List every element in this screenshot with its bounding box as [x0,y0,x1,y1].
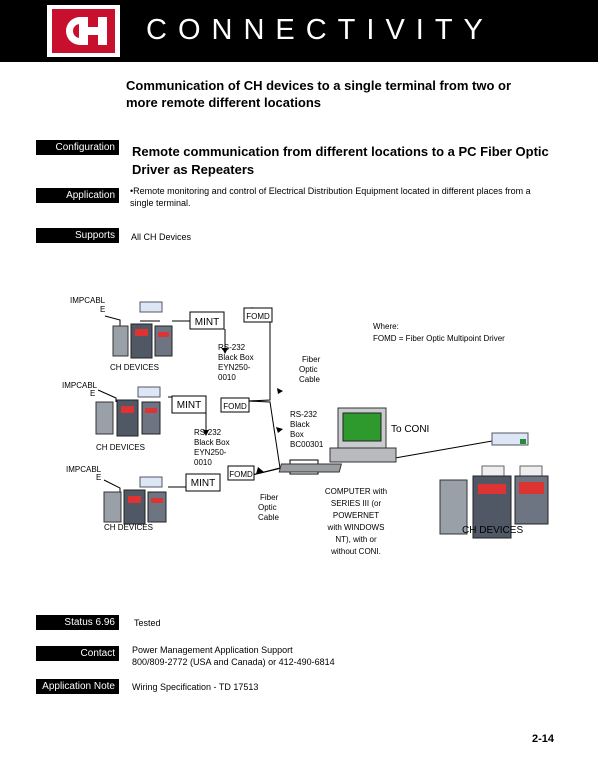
ch-devices-label-2: CH DEVICES [96,443,145,452]
fomd-box-2: FOMD [220,397,250,413]
impcable-label-2: IMPCABL [62,381,98,390]
configuration-label: Configuration [36,140,119,155]
document-heading: Communication of CH devices to a single … [126,78,511,110]
svg-text:Fiber: Fiber [260,493,279,502]
svg-text:Black: Black [290,420,311,429]
ch-devices-group-4 [439,432,549,539]
fomd-box-3: FOMD [227,465,255,481]
ch-devices-group-3 [103,476,167,525]
mint-box-1: MINT [189,311,225,330]
ch-devices-group-1 [112,301,173,359]
svg-text:0010: 0010 [218,373,236,382]
svg-text:RS-232: RS-232 [290,410,318,419]
computer-icon [278,407,397,473]
fiber-optic-cable-label-2: Fiber Optic Cable [258,493,279,522]
ch-devices-label-3: CH DEVICES [104,523,153,532]
where-label: Where: [373,322,399,331]
application-text: •Remote monitoring and control of Electr… [130,186,531,208]
contact-line-2: 800/809-2772 (USA and Canada) or 412-490… [132,657,335,667]
svg-text:SERIES III (or: SERIES III (or [331,499,382,508]
impcable-label-2-b: E [90,389,95,398]
svg-text:POWERNET: POWERNET [333,511,379,520]
where-definition: FOMD = Fiber Optic Multipoint Driver [373,334,505,343]
fiber-optic-cable-label-1: Fiber Optic Cable [299,355,321,384]
svg-text:0010: 0010 [194,458,212,467]
mint-label-2: MINT [177,400,201,411]
fomd-label-1: FOMD [246,312,270,321]
supports-label: Supports [36,228,119,243]
page-title: CONNECTIVITY [146,14,494,46]
status-label: Status 6.96 [36,615,119,630]
application-label: Application [36,188,119,203]
configuration-text: Remote communication from different loca… [132,144,549,177]
network-diagram: MINT MINT MINT FOMD FOMD FOMD FOMD IMPCA… [62,296,549,556]
svg-text:COMPUTER with: COMPUTER with [325,487,387,496]
ch-devices-label-1: CH DEVICES [110,363,159,372]
fomd-label-3: FOMD [229,470,253,479]
application-note-label: Application Note [36,679,119,694]
supports-text: All CH Devices [131,232,192,242]
rs232-eyn-label-1: RS-232 Black Box EYN250- 0010 [218,343,254,382]
svg-text:Cable: Cable [258,513,279,522]
svg-text:BC00301: BC00301 [290,440,324,449]
mint-label-3: MINT [191,478,215,489]
page-number: 2-14 [532,733,555,745]
ch-devices-label-4: CH DEVICES [462,525,523,536]
rs232-bc-label: RS-232 Black Box BC00301 [290,410,324,449]
impcable-label-3: IMPCABL [66,465,102,474]
computer-caption: COMPUTER with SERIES III (or POWERNET wi… [325,487,387,556]
svg-text:NT), with or: NT), with or [335,535,377,544]
svg-text:Optic: Optic [299,365,318,374]
svg-text:Fiber: Fiber [302,355,321,364]
svg-text:EYN250-: EYN250- [218,363,251,372]
mint-box-3: MINT [185,473,221,492]
ch-devices-group-2 [95,386,161,437]
fomd-box-1: FOMD [243,307,273,323]
impcable-label-3-b: E [96,473,101,482]
svg-text:RS-232: RS-232 [194,428,222,437]
svg-text:without CONI.: without CONI. [330,547,381,556]
svg-text:Cable: Cable [299,375,320,384]
svg-text:Black Box: Black Box [218,353,254,362]
contact-label: Contact [36,646,119,661]
fomd-label-2: FOMD [223,402,247,411]
application-note-text: Wiring Specification - TD 17513 [132,682,259,692]
impcable-label-1: IMPCABL [70,296,106,305]
svg-text:Box: Box [290,430,304,439]
mint-label-1: MINT [195,317,219,328]
brand-logo [47,5,120,57]
svg-text:Optic: Optic [258,503,277,512]
svg-text:EYN250-: EYN250- [194,448,227,457]
svg-text:RS-232: RS-232 [218,343,246,352]
impcable-label-1-b: E [100,305,105,314]
status-text: Tested [134,618,161,628]
to-coni-label: To CONI [391,424,429,435]
svg-text:with WINDOWS: with WINDOWS [327,523,385,532]
rs232-eyn-label-2: RS-232 Black Box EYN250- 0010 [194,428,230,467]
contact-line-1: Power Management Application Support [132,645,293,655]
svg-text:Black Box: Black Box [194,438,230,447]
mint-box-2: MINT [171,395,207,414]
